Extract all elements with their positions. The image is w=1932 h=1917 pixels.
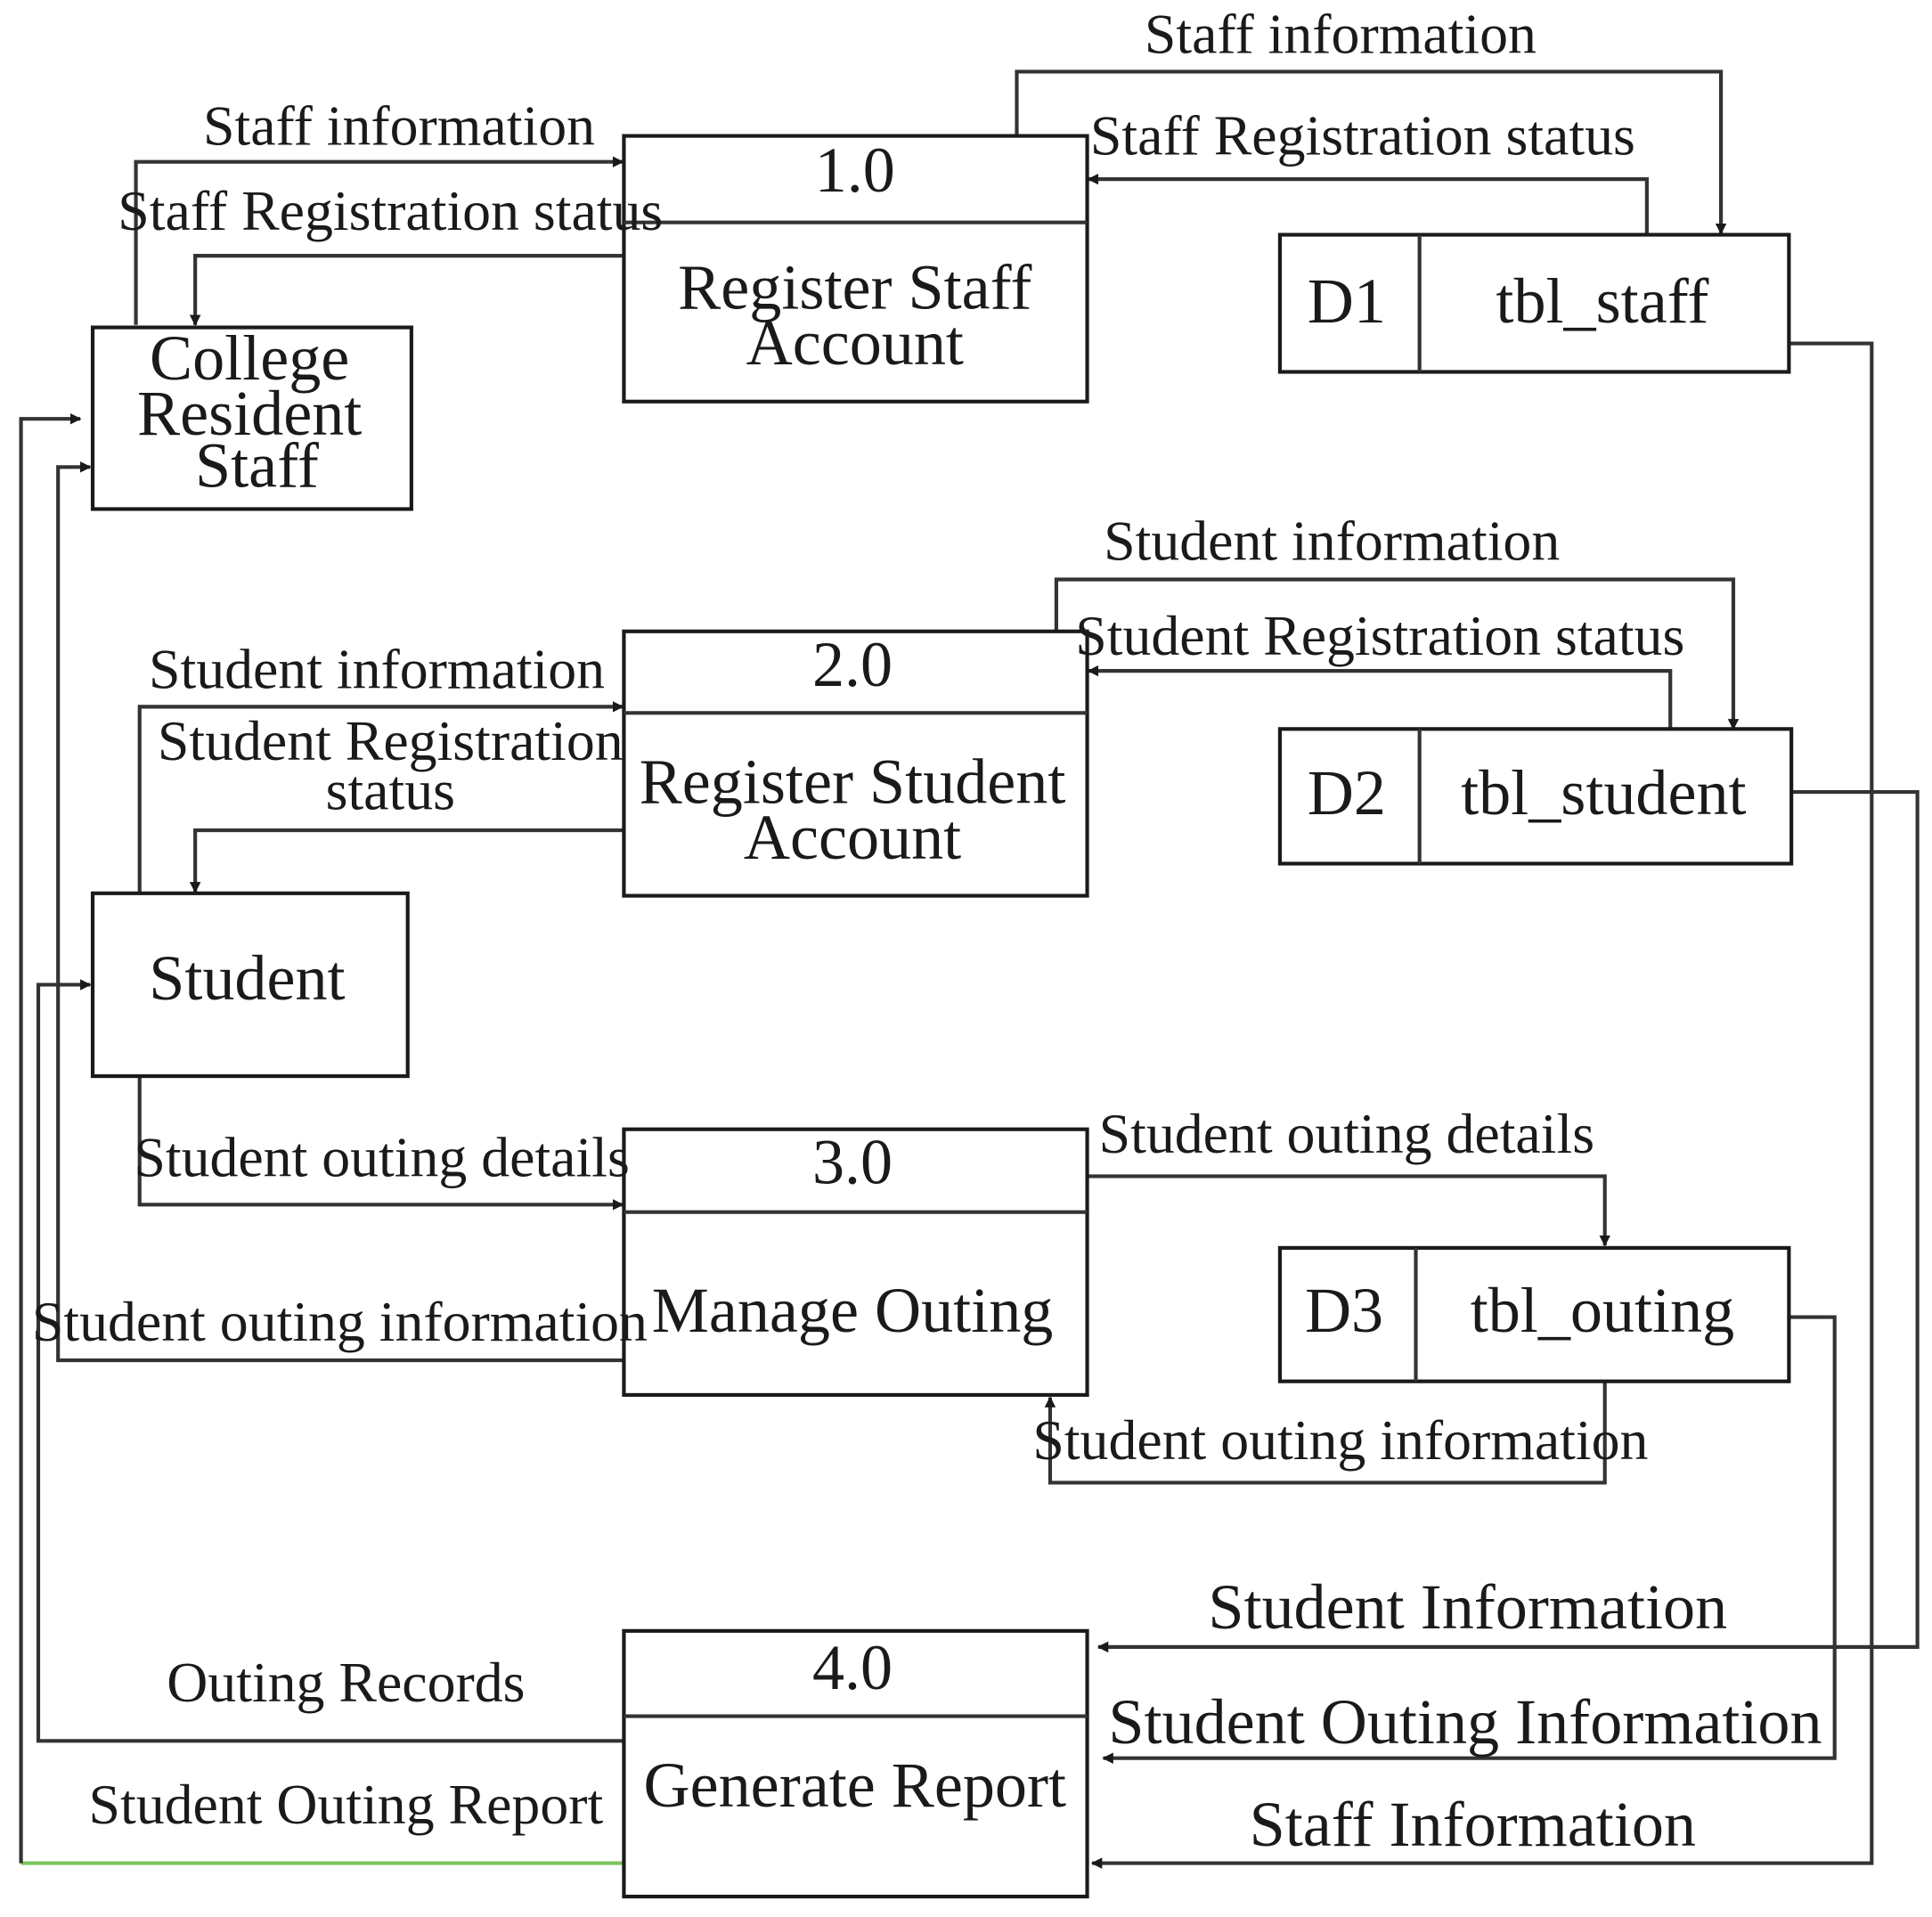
label-staff-status-to-staff: Staff Registration status xyxy=(118,179,663,242)
datastore-d2: D2 tbl_student xyxy=(1277,727,1794,866)
flow-staff-info-to-p1 xyxy=(134,156,624,325)
datastore-d2-name: tbl_student xyxy=(1461,757,1746,828)
entity-student-label: Student xyxy=(149,942,345,1014)
label-student-outing-to-p3: Student outing details xyxy=(134,1125,629,1188)
datastore-d1-name: tbl_staff xyxy=(1496,265,1709,337)
datastore-d3: D3 tbl_outing xyxy=(1277,1245,1791,1383)
flow-staff-status-to-staff xyxy=(189,254,624,327)
label-d1-to-p1: Staff Registration status xyxy=(1090,103,1635,167)
label-staff-info-to-p1: Staff information xyxy=(203,94,595,157)
process-3-number: 3.0 xyxy=(812,1127,893,1198)
label-p2-to-d2: Student information xyxy=(1104,509,1560,572)
flow-d3-to-p4 xyxy=(1102,1315,1837,1764)
datastore-d3-id: D3 xyxy=(1305,1275,1383,1346)
label-d2-to-p2: Student Registration status xyxy=(1075,604,1684,667)
flow-student-info-to-p2 xyxy=(137,701,624,893)
flow-p4-to-staff xyxy=(19,412,82,1864)
datastore-d3-name: tbl_outing xyxy=(1471,1275,1734,1346)
label-p3-to-staff: Student outing information xyxy=(32,1290,648,1353)
datastore-d2-id: D2 xyxy=(1308,757,1386,828)
entity-college-resident-staff: College Resident Staff xyxy=(90,322,413,511)
process-2: 2.0 Register Student Account xyxy=(622,629,1089,898)
process-2-name-line-2: Account xyxy=(744,802,961,873)
entity-staff-line-1: College xyxy=(150,322,349,394)
entity-staff-line-3: Staff xyxy=(195,429,320,501)
entity-staff-line-2: Resident xyxy=(137,378,362,449)
process-4: 4.0 Generate Report xyxy=(622,1628,1089,1899)
process-4-number: 4.0 xyxy=(812,1632,893,1703)
process-3: 3.0 Manage Outing xyxy=(622,1127,1089,1398)
datastore-d1-id: D1 xyxy=(1308,265,1386,337)
entity-student: Student xyxy=(90,891,410,1079)
flow-p1-to-d1 xyxy=(1015,69,1727,235)
flow-d3-to-p3 xyxy=(1044,1381,1607,1485)
process-2-number: 2.0 xyxy=(812,629,893,700)
label-p3-to-d3: Student outing details xyxy=(1099,1102,1594,1165)
process-1: 1.0 Register Staff Account xyxy=(622,134,1089,404)
flow-p2-to-d2 xyxy=(1054,577,1740,730)
label-p4-to-student: Outing Records xyxy=(167,1651,525,1714)
label-d3-to-p3: Student outing information xyxy=(1032,1408,1648,1472)
label-d3-to-p4: Student Outing Information xyxy=(1108,1686,1822,1758)
flow-student-outing-to-p3 xyxy=(137,1077,624,1211)
process-1-number: 1.0 xyxy=(815,135,895,206)
label-p4-to-staff: Student Outing Report xyxy=(89,1773,604,1836)
label-p1-to-d1: Staff information xyxy=(1145,3,1537,66)
flow-p3-to-staff xyxy=(56,461,624,1363)
label-student-status-line-2: status xyxy=(326,758,455,821)
flow-d2-to-p2 xyxy=(1087,665,1673,730)
datastore-d1: D1 tbl_staff xyxy=(1277,232,1791,374)
process-2-name-line-1: Register Student xyxy=(640,746,1066,818)
flow-d2-to-p4 xyxy=(1096,789,1920,1653)
label-d2-to-p4: Student Information xyxy=(1208,1571,1727,1643)
flow-d1-to-p4 xyxy=(1090,341,1874,1869)
flow-d1-to-p1 xyxy=(1087,173,1649,234)
process-4-name: Generate Report xyxy=(644,1750,1067,1821)
process-3-name: Manage Outing xyxy=(652,1275,1054,1346)
flow-student-status-to-student xyxy=(189,828,629,893)
process-1-name-line-2: Account xyxy=(746,307,964,379)
process-1-name-line-1: Register Staff xyxy=(678,252,1032,323)
label-d1-to-p4: Staff Information xyxy=(1250,1789,1696,1860)
label-student-info-to-p2: Student information xyxy=(149,638,605,701)
label-student-status-line-1: Student Registration xyxy=(158,709,624,772)
flow-p3-to-d3 xyxy=(1088,1174,1610,1247)
flow-p4-to-student xyxy=(36,979,624,1743)
